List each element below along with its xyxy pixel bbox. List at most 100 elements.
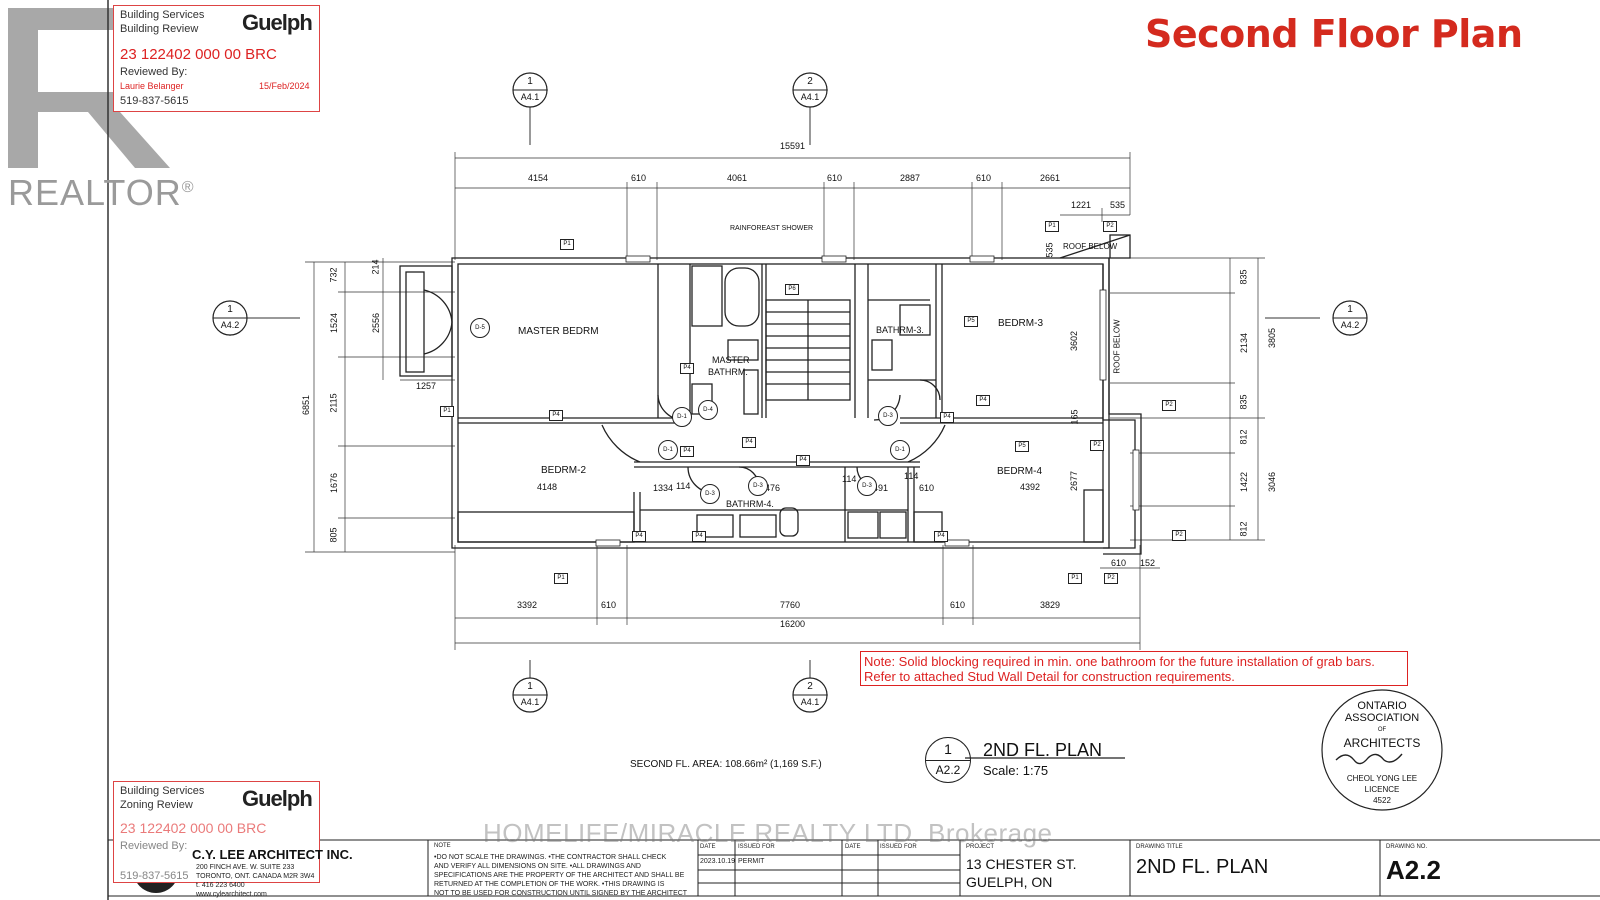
plan-detail-number: 1 xyxy=(944,741,952,757)
interior-dim: 1334 xyxy=(653,483,674,493)
dim-right-bottom: 610 xyxy=(1111,558,1127,568)
dim-top-seg: 610 xyxy=(631,173,647,183)
issue-purpose: PERMIT xyxy=(738,858,765,865)
dim-right-seg: 812 xyxy=(1238,429,1249,445)
firm-address-1: 200 FINCH AVE. W. SUITE 233 xyxy=(196,864,295,871)
dim-top-seg: 4154 xyxy=(528,173,549,183)
seal-licence: LICENCE xyxy=(1364,785,1400,794)
dim-right-seg: 812 xyxy=(1238,521,1249,537)
interior-dim: 114 xyxy=(904,471,919,481)
partition-tag: P5 xyxy=(964,316,978,327)
room-bedroom3: BEDRM-3 xyxy=(998,318,1044,329)
door-tag: D-1 xyxy=(672,407,692,427)
issue-date: 2023.10.19 xyxy=(700,858,736,865)
dim-stair: 1257 xyxy=(416,381,437,391)
interior-dim: 1491 xyxy=(868,483,889,493)
dim-top-seg: 610 xyxy=(827,173,843,183)
project-address: 13 CHESTER ST. xyxy=(966,856,1077,872)
partition-tag: P4 xyxy=(692,531,706,542)
partition-tag: P4 xyxy=(940,412,954,423)
partition-tag: P2 xyxy=(1103,221,1117,232)
dim-left-seg: 2115 xyxy=(328,393,339,413)
dim-top-seg: 610 xyxy=(976,173,992,183)
dim-right-inner: 165 xyxy=(1069,409,1080,425)
roof-below-label: ROOF BELOW xyxy=(1112,319,1122,374)
drawing-title: 2ND FL. PLAN xyxy=(1136,856,1269,878)
section-marker-number: 1 xyxy=(227,304,233,315)
stamp-line1: Building Services xyxy=(120,9,205,21)
door-tag: D-4 xyxy=(698,400,718,420)
interior-dim: 114 xyxy=(676,481,691,491)
dim-bottom-seg: 3829 xyxy=(1040,600,1061,610)
plan-detail-ref: A2.2 xyxy=(935,763,961,777)
room-bedroom2: BEDRM-2 xyxy=(541,465,587,476)
issued-heading: ISSUED FOR xyxy=(738,844,775,850)
notes-line: NOT TO BE USED FOR CONSTRUCTION UNTIL SI… xyxy=(434,890,688,897)
firm-address-2: TORONTO, ONT. CANADA M2R 3W4 xyxy=(196,873,315,880)
partition-tag: P4 xyxy=(632,531,646,542)
section-marker-symbol xyxy=(212,300,248,336)
dim-right-inner: 3602 xyxy=(1069,330,1080,352)
shower-label: RAINFOREAST SHOWER xyxy=(730,225,814,232)
partition-tag: P4 xyxy=(796,455,810,466)
room-master-bedroom: MASTER BEDRM xyxy=(518,326,599,337)
plan-detail-bubble: 1 A2.2 xyxy=(925,737,971,783)
section-marker-ref: A4.2 xyxy=(1340,320,1360,330)
drawing-number: A2.2 xyxy=(1386,855,1441,885)
firm-name: C.Y. LEE ARCHITECT INC. xyxy=(192,847,353,862)
interior-dim: 114 xyxy=(842,474,857,484)
dim-right-seg: 835 xyxy=(1238,394,1249,410)
room-bedroom2-dim: 4148 xyxy=(537,482,558,492)
section-marker-symbol xyxy=(512,677,548,713)
firm-web: www.cylearchitect.com xyxy=(196,891,267,898)
notes-line: AND VERIFY ALL DIMENSIONS ON SITE. •ALL … xyxy=(434,863,641,870)
stamp-line1: Building Services xyxy=(120,785,205,797)
section-marker-symbol xyxy=(512,72,548,108)
dim-bottom-seg: 610 xyxy=(950,600,966,610)
section-marker-ref: A4.2 xyxy=(220,320,240,330)
dim-left-seg: 1524 xyxy=(329,312,340,334)
stamp-reviewed-by: Reviewed By: xyxy=(120,840,188,852)
stamp-number: 23 122402 000 00 BRC xyxy=(120,46,277,63)
project-city: GUELPH, ON xyxy=(966,874,1053,890)
dim-right-inner: 2677 xyxy=(1069,470,1080,492)
stamp-line2: Zoning Review xyxy=(120,799,193,811)
building-review-stamp: Building Services Building Review Guelph… xyxy=(113,5,320,112)
plan-title: 2ND FL. PLAN xyxy=(983,740,1103,760)
stamp-brand: Guelph xyxy=(242,10,313,35)
section-marker-ref: A4.1 xyxy=(800,92,820,102)
stamp-line2: Building Review xyxy=(120,23,199,35)
door-tag: D-3 xyxy=(878,406,898,426)
door-tag: D-1 xyxy=(890,440,910,460)
dim-right-seg: 1422 xyxy=(1239,471,1250,493)
section-marker-symbol xyxy=(792,72,828,108)
dim-left-overall: 6851 xyxy=(301,394,312,416)
dim-bottom-seg: 610 xyxy=(601,600,617,610)
plan-scale: Scale: 1:75 xyxy=(983,763,1049,778)
dim-top-small: 535 xyxy=(1110,200,1126,210)
dim-top-seg: 2887 xyxy=(900,173,921,183)
partition-tag: P1 xyxy=(440,406,454,417)
project-heading: PROJECT xyxy=(966,844,995,850)
section-marker-ref: A4.1 xyxy=(520,92,540,102)
dim-left-seg: 805 xyxy=(328,527,339,543)
section-marker-number: 1 xyxy=(527,681,533,692)
door-tag: D-3 xyxy=(700,484,720,504)
partition-tag: P5 xyxy=(1015,441,1029,452)
door-tag: D-3 xyxy=(857,476,877,496)
note-line2: Refer to attached Stud Wall Detail for c… xyxy=(864,669,1235,684)
dim-top-small: 535 xyxy=(1044,242,1055,258)
dim-bottom-overall: 16200 xyxy=(780,619,806,629)
drawing-title-heading: DRAWING TITLE xyxy=(1136,844,1183,850)
dim-bottom-seg: 3392 xyxy=(517,600,538,610)
realtor-wordmark: REALTOR® xyxy=(8,172,195,214)
page-title: Second Floor Plan xyxy=(1145,12,1523,56)
seal-middle: ARCHITECTS xyxy=(1343,736,1421,750)
date-heading: DATE xyxy=(845,844,861,850)
stamp-reviewed-by: Reviewed By: xyxy=(120,66,188,78)
